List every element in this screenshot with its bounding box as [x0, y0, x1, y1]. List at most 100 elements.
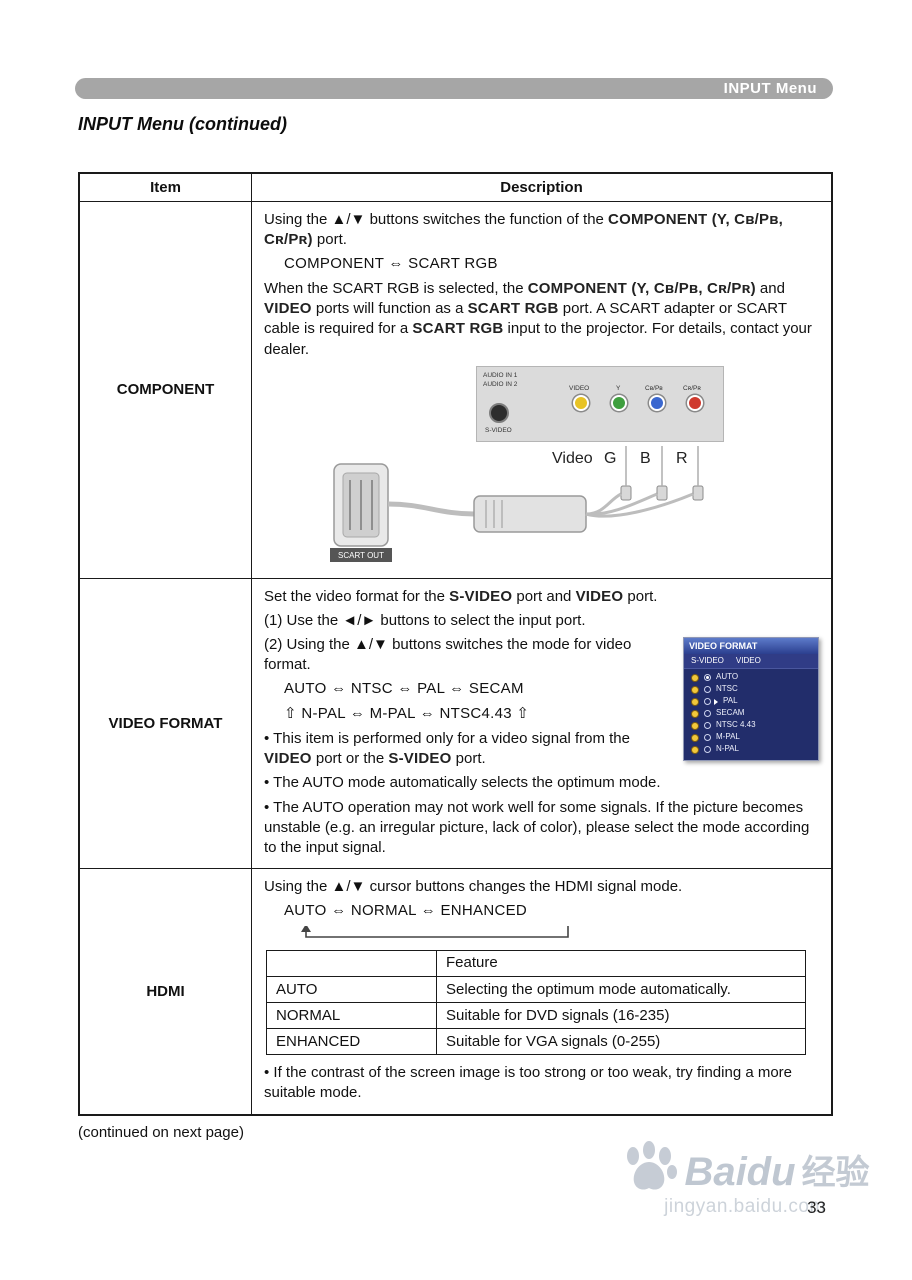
table-row: NORMAL Suitable for DVD signals (16-235) — [266, 1002, 806, 1030]
radio-icon — [704, 686, 711, 694]
item-component: COMPONENT — [80, 202, 252, 578]
radio-icon — [704, 710, 711, 718]
keyword-scart-rgb: SCART RGB — [412, 320, 504, 338]
continued-note: (continued on next page) — [78, 1123, 244, 1141]
keyword-video: VIDEO — [264, 300, 312, 318]
text-segment: port. — [312, 231, 347, 249]
vf-bullet-1: • This item is performed only for a vide… — [264, 729, 819, 769]
watermark-brand: Baidu — [684, 1150, 796, 1194]
radio-icon — [704, 734, 711, 742]
radio-icon — [704, 722, 711, 730]
caption-b: B — [640, 449, 651, 467]
table-header-row: Item Description — [80, 174, 831, 201]
hdmi-bullet-1: • If the contrast of the screen image is… — [264, 1064, 793, 1102]
vf-option-label: N-PAL — [716, 744, 739, 754]
table-row-video-format: VIDEO FORMAT Set the video format for th… — [80, 577, 831, 868]
vf-option-row: SECAM — [684, 708, 818, 720]
vf-option-label: SECAM — [716, 708, 745, 718]
hdmi-mode-feature: Suitable for DVD signals (16-235) — [436, 1002, 806, 1030]
hdmi-mode-feature: Selecting the optimum mode automatically… — [436, 976, 806, 1004]
hdmi-mode-name: AUTO — [266, 976, 437, 1004]
video-format-description: Set the video format for the S-VIDEO por… — [252, 579, 831, 868]
text-segment: When the SCART RGB is selected, the — [264, 280, 528, 298]
amber-dot-icon — [691, 709, 699, 718]
vf-intro: Set the video format for the S-VIDEO por… — [264, 587, 819, 607]
scart-out-label: SCART OUT — [338, 551, 384, 560]
baidu-paw-icon — [627, 1141, 678, 1190]
y-jack-green — [611, 394, 627, 411]
page-number: 33 — [807, 1198, 826, 1217]
column-header-description: Description — [500, 179, 583, 196]
text-segment: and — [755, 280, 785, 298]
text-segment: port. — [451, 750, 486, 768]
component-description: Using the ▲/▼ buttons switches the funct… — [252, 202, 831, 578]
jack-caption-row: Video G B R — [552, 448, 712, 469]
video-port-label: VIDEO — [569, 384, 590, 392]
text-segment: port. — [623, 587, 658, 605]
vf-option-row: M-PAL — [684, 732, 818, 744]
keyword-video: VIDEO — [264, 750, 312, 768]
y-port-label: Y — [616, 384, 621, 392]
caption-video: Video — [552, 449, 593, 467]
s-video-connector — [489, 402, 509, 423]
page-title: INPUT Menu (continued) — [78, 114, 287, 134]
cbpb-jack-blue — [649, 394, 665, 411]
keyword-scart-rgb: SCART RGB — [467, 300, 559, 318]
baidu-watermark: Baidu 经验 jingyan.baidu.com — [620, 1140, 870, 1218]
projector-rear-panel: AUDIO IN 1 AUDIO IN 2 VIDEO Y Cʙ/Pʙ Cʀ/P… — [476, 365, 724, 442]
hdmi-intro: Using the ▲/▼ cursor buttons changes the… — [264, 877, 683, 895]
hdmi-mode-name: ENHANCED — [266, 1028, 437, 1056]
hdmi-description: Using the ▲/▼ cursor buttons changes the… — [252, 869, 831, 1114]
cycle-return-arrow — [301, 925, 569, 938]
amber-dot-icon — [691, 733, 699, 742]
video-jack-yellow — [573, 394, 589, 411]
watermark-brand-cn: 经验 — [801, 1154, 870, 1193]
vf-option-label: PAL — [723, 696, 738, 706]
vf-tab-video: VIDEO — [735, 655, 761, 665]
vf-option-row-selected: PAL — [684, 696, 818, 708]
radio-icon — [704, 746, 711, 754]
item-video-format: VIDEO FORMAT — [80, 578, 252, 868]
hdmi-mode-feature: Suitable for VGA signals (0-255) — [436, 1028, 806, 1056]
keyword-component-port: COMPONENT (Y, Cʙ/Pʙ, Cʀ/Pʀ) — [264, 211, 784, 249]
loop-arrow-left-icon: ⇧ — [284, 705, 297, 723]
caption-r: R — [676, 449, 688, 467]
video-format-menu-screenshot: VIDEO FORMAT S-VIDEO VIDEO AUTO NTSC PAL… — [683, 636, 819, 761]
vf-option-label: NTSC — [716, 684, 738, 694]
vf-option-label: AUTO — [716, 672, 739, 682]
input-menu-table: Item Description COMPONENT Using the ▲/▼… — [78, 172, 833, 1116]
text-segment: port or the — [311, 750, 389, 768]
component-paragraph-2: When the SCART RGB is selected, the COMP… — [264, 279, 819, 359]
vf-menu-options: AUTO NTSC PAL SECAM NTSC 4.43 M-PAL N-PA… — [684, 669, 818, 760]
text-segment: ports will function as a — [311, 300, 468, 318]
keyword-s-video: S-VIDEO — [388, 750, 452, 768]
cbpb-port-label: Cʙ/Pʙ — [645, 384, 663, 392]
item-hdmi: HDMI — [80, 868, 252, 1114]
table-row: ENHANCED Suitable for VGA signals (0-255… — [266, 1028, 806, 1056]
content-flow: Item Description COMPONENT Using the ▲/▼… — [78, 172, 833, 1141]
scart-cable-illustration: SCART OUT — [330, 445, 704, 562]
radio-icon — [704, 698, 711, 706]
loop-arrow-right-icon: ⇧ — [516, 705, 530, 723]
column-header-item: Item — [80, 174, 252, 201]
keyword-s-video: S-VIDEO — [449, 587, 513, 605]
audio-in-1-label: AUDIO IN 1 — [483, 371, 518, 379]
amber-dot-icon — [691, 745, 699, 754]
page-header-bar: INPUT Menu — [75, 78, 833, 99]
component-connection-diagram: SCART OUT — [264, 364, 819, 572]
vf-option-row: NTSC — [684, 684, 818, 696]
text-segment: N-PAL ⇔ M-PAL ⇔ NTSC4.43 — [296, 705, 517, 723]
cursor-icon — [714, 698, 718, 705]
amber-dot-icon — [691, 673, 699, 682]
text-segment: Set the video format for the — [264, 587, 450, 605]
amber-dot-icon — [691, 697, 699, 706]
hdmi-mode-table: Feature AUTO Selecting the optimum mode … — [266, 949, 806, 1056]
s-video-label: S-VIDEO — [485, 426, 512, 434]
header-section-label: INPUT Menu — [723, 80, 817, 97]
watermark-site: jingyan.baidu.com — [664, 1196, 826, 1217]
crpr-jack-red — [687, 394, 703, 411]
vf-option-row: AUTO — [684, 672, 818, 684]
hdmi-feature-header: Feature — [436, 949, 806, 978]
table-row-hdmi: HDMI Using the ▲/▼ cursor buttons change… — [80, 867, 831, 1114]
